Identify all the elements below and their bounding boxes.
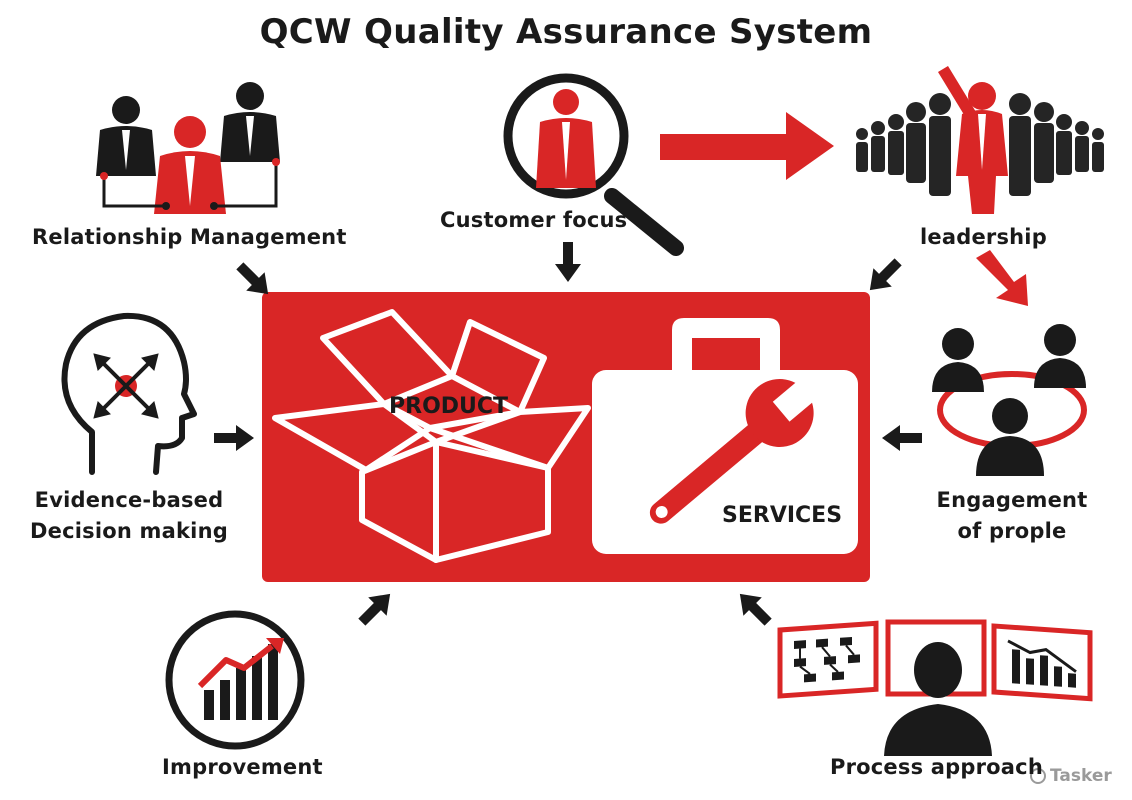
watermark-icon: [1030, 768, 1046, 784]
toolbox-wrench-icon: [592, 318, 858, 554]
page-title: QCW Quality Assurance System: [259, 12, 873, 52]
inflow-arrows: [214, 242, 922, 626]
group-circle-icon: [932, 324, 1087, 476]
magnifier-person-icon: [503, 73, 684, 256]
head-arrows-icon: [61, 312, 197, 475]
services-label: SERVICES: [722, 503, 843, 528]
label-engagement-line1: Engagement: [936, 488, 1088, 512]
arrow-from-customer: [555, 242, 581, 282]
label-evidence-line1: Evidence-based: [34, 488, 224, 512]
arrow-from-process: [739, 593, 772, 626]
crowd-leader-icon: [856, 66, 1104, 214]
arrow-from-leadership: [869, 258, 902, 291]
label-evidence-line2: Decision making: [30, 519, 228, 543]
label-improvement: Improvement: [162, 755, 323, 779]
label-relationship-management: Relationship Management: [32, 225, 347, 249]
presenter-screens-icon: [777, 619, 1093, 756]
growth-chart-icon: [165, 610, 305, 750]
product-label: PRODUCT: [389, 394, 509, 419]
team-people-icon: [96, 82, 280, 214]
arrow-from-improvement: [358, 593, 391, 626]
red-arrow-customer-to-leadership: [660, 112, 834, 180]
red-arrow-leadership-to-engagement: [976, 250, 1028, 306]
arrow-from-relationship: [236, 262, 269, 295]
label-customer-focus: Customer focus: [440, 208, 628, 232]
label-process-approach: Process approach: [830, 755, 1043, 779]
watermark-text: Tasker: [1050, 766, 1112, 786]
label-engagement-line2: of prople: [957, 519, 1067, 543]
label-leadership: leadership: [920, 225, 1047, 249]
arrow-from-evidence: [214, 425, 254, 451]
arrow-from-engagement: [882, 425, 922, 451]
open-box-icon: [272, 309, 591, 563]
